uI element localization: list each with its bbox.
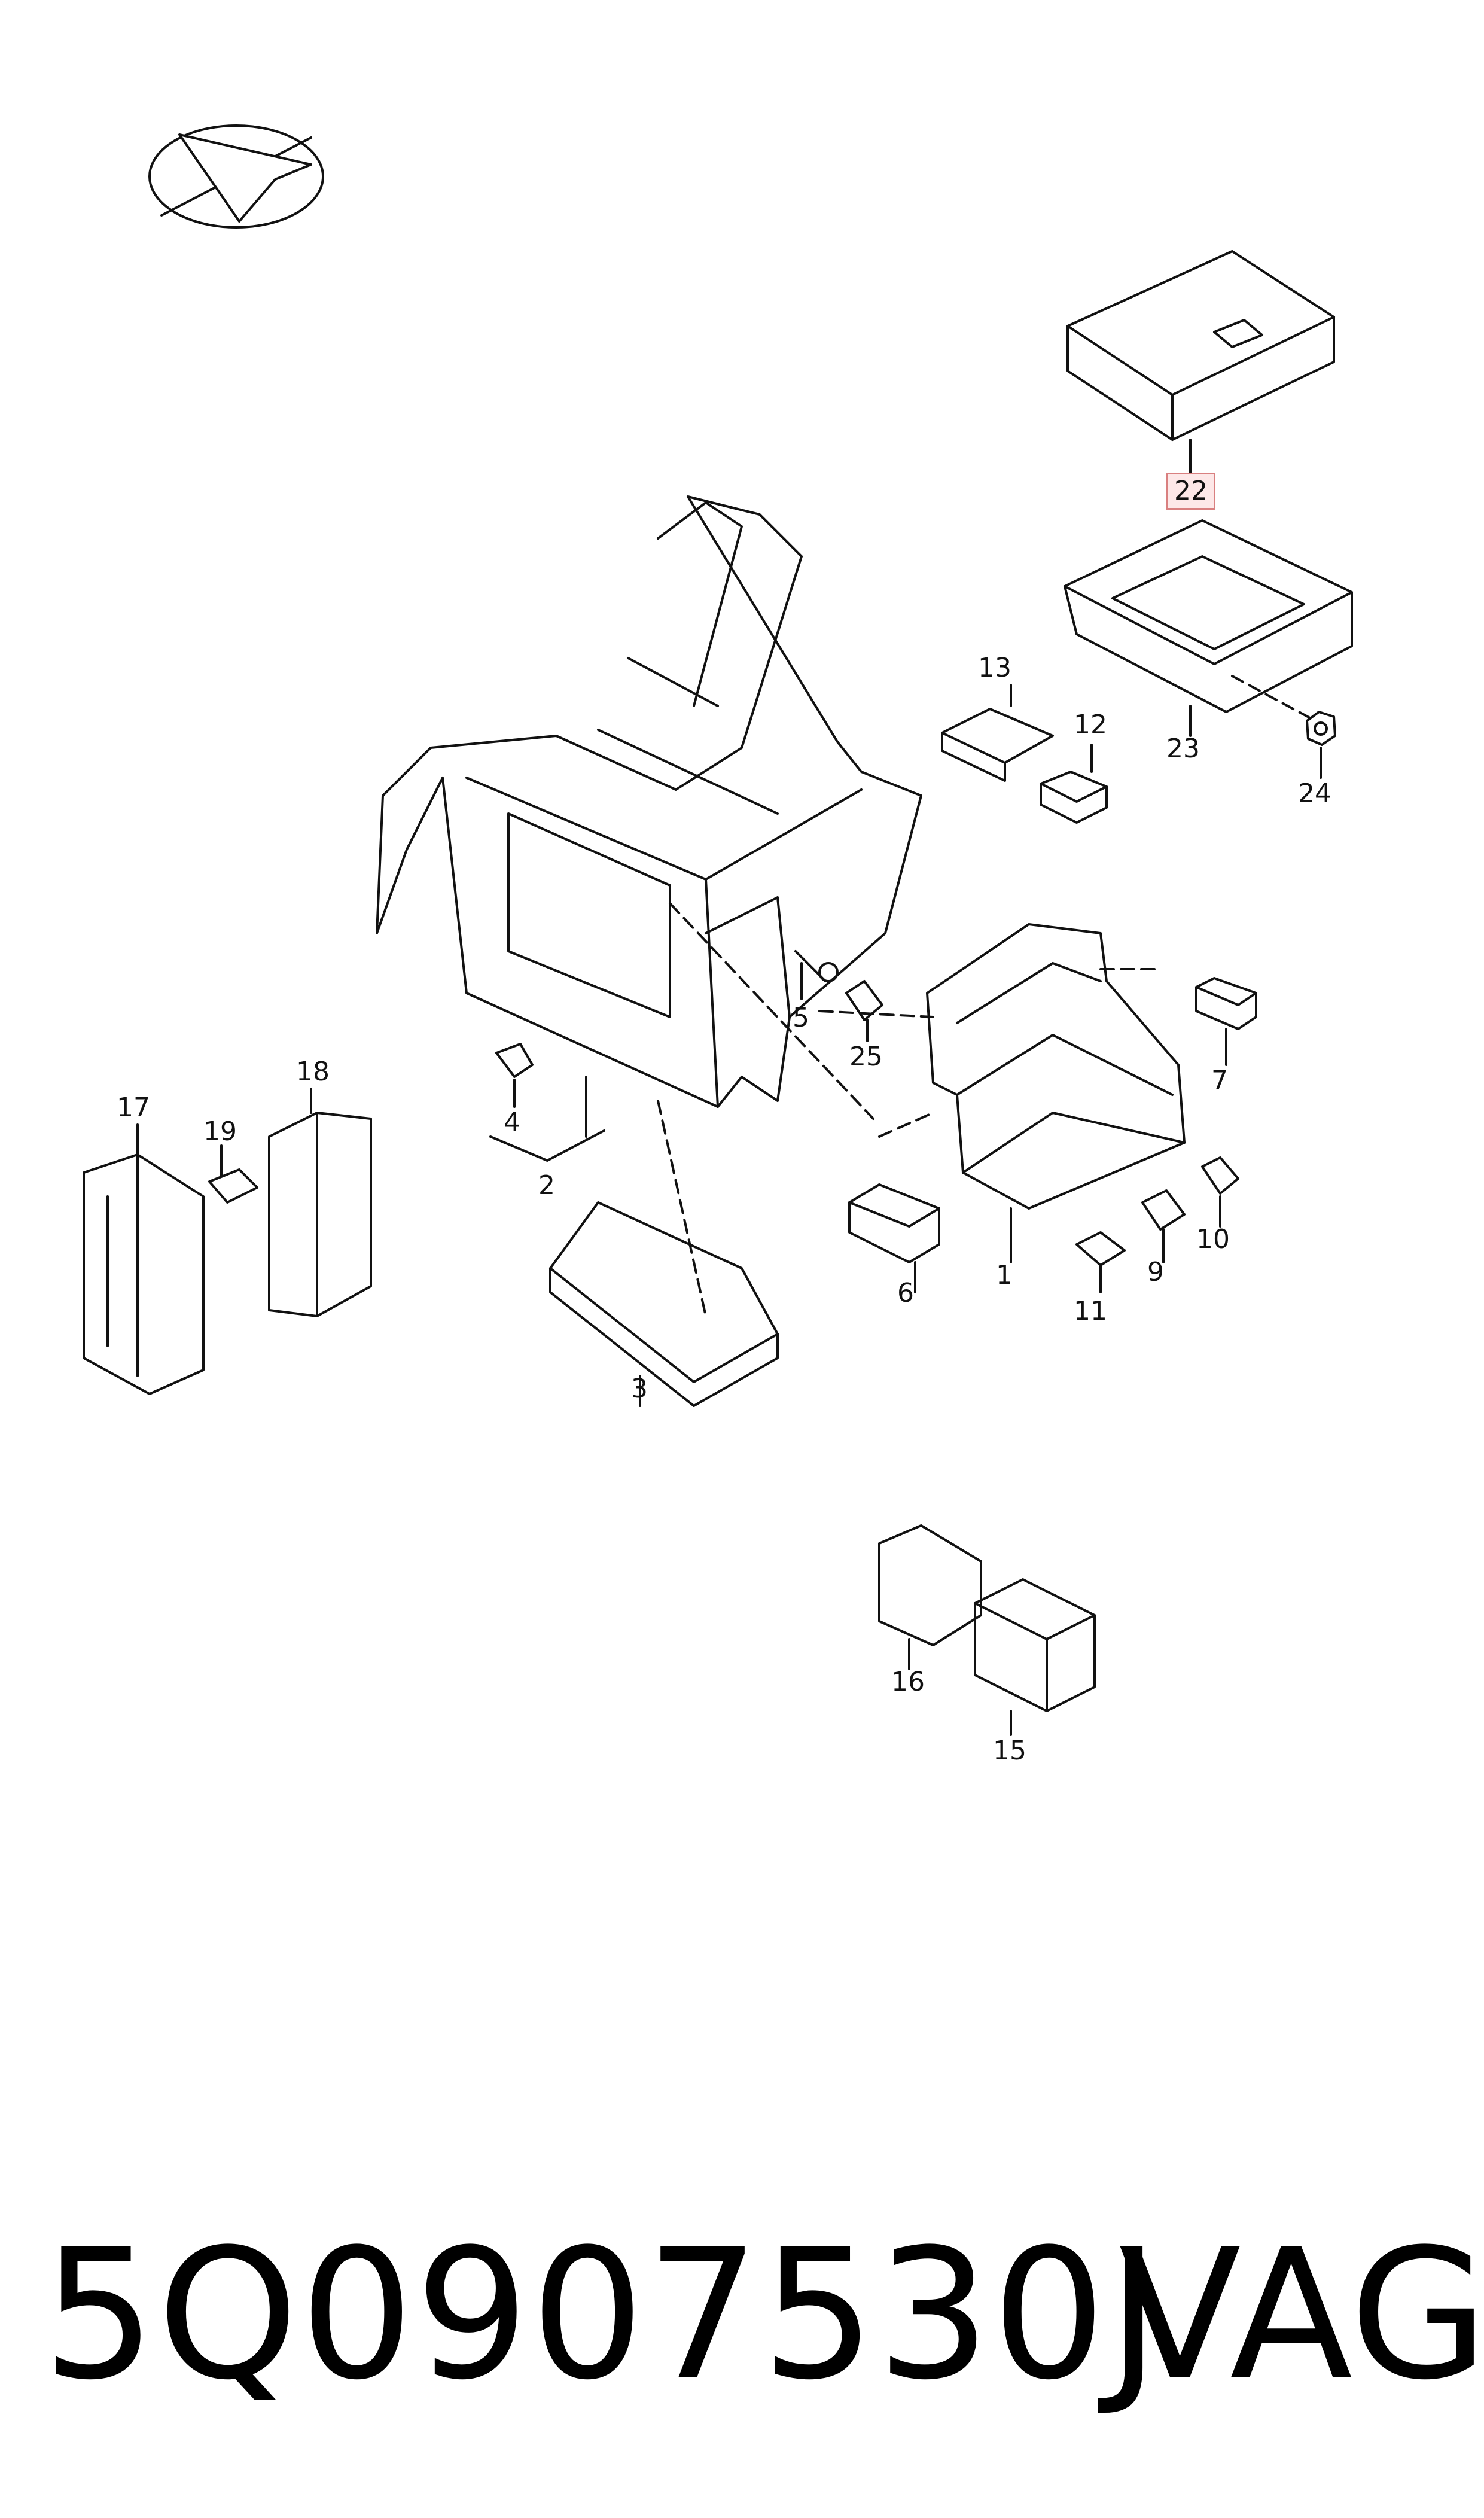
- part-15-relay: [974, 1578, 1096, 1736]
- callout-24: 24: [1298, 778, 1331, 809]
- callout-18: 18: [296, 1056, 330, 1087]
- callout-17: 17: [117, 1092, 150, 1123]
- callout-7: 7: [1211, 1065, 1228, 1096]
- exploded-parts-diagram: [83, 124, 1353, 1736]
- callout-3: 3: [631, 1374, 648, 1404]
- part-1-fuse-box: [818, 923, 1186, 1263]
- callout-11: 11: [1074, 1296, 1107, 1326]
- part-7-relay: [1195, 977, 1257, 1066]
- callout-10: 10: [1196, 1224, 1230, 1255]
- callout-13: 13: [978, 653, 1011, 683]
- part-number: 5Q0907530J: [42, 2211, 1162, 2419]
- part-2-carrier: [376, 495, 922, 1317]
- callout-6: 6: [897, 1278, 914, 1308]
- callout-25: 25: [849, 1042, 883, 1072]
- part-17-holder: [83, 1123, 205, 1395]
- callout-5: 5: [793, 1003, 809, 1033]
- callout-12: 12: [1074, 710, 1107, 740]
- part-16-relay-holder: [878, 1524, 982, 1670]
- part-12-relay: [1040, 744, 1108, 824]
- part-24-nut: [1306, 711, 1336, 779]
- part-11-fuse: [1075, 1231, 1126, 1293]
- part-4-clip: [495, 1043, 534, 1108]
- callout-9: 9: [1147, 1257, 1164, 1287]
- part-22-control-unit: [1066, 250, 1335, 474]
- callout-22-highlighted: 22: [1166, 473, 1215, 510]
- part-3-lower-box: [549, 1201, 779, 1407]
- part-25-grommet: [845, 980, 883, 1042]
- callout-2: 2: [538, 1170, 555, 1201]
- callout-1: 1: [996, 1260, 1013, 1290]
- part-19-fuse: [208, 1144, 258, 1204]
- part-13-holder: [941, 684, 1054, 782]
- callout-4: 4: [504, 1107, 520, 1138]
- part-18-fuse-carrier: [268, 1088, 372, 1317]
- part-6-connector: [848, 1183, 940, 1293]
- part-23-bracket: [1064, 519, 1353, 737]
- part-5-screw: [794, 950, 839, 1000]
- callout-15: 15: [993, 1735, 1026, 1766]
- brand-name: VAG: [1119, 2211, 1484, 2419]
- part-10-fuse: [1201, 1156, 1239, 1228]
- callout-23: 23: [1166, 733, 1200, 764]
- part-9-fuse: [1141, 1189, 1186, 1263]
- orientation-arrow-icon: [148, 124, 324, 229]
- callout-16: 16: [891, 1667, 925, 1697]
- callout-19: 19: [203, 1116, 237, 1147]
